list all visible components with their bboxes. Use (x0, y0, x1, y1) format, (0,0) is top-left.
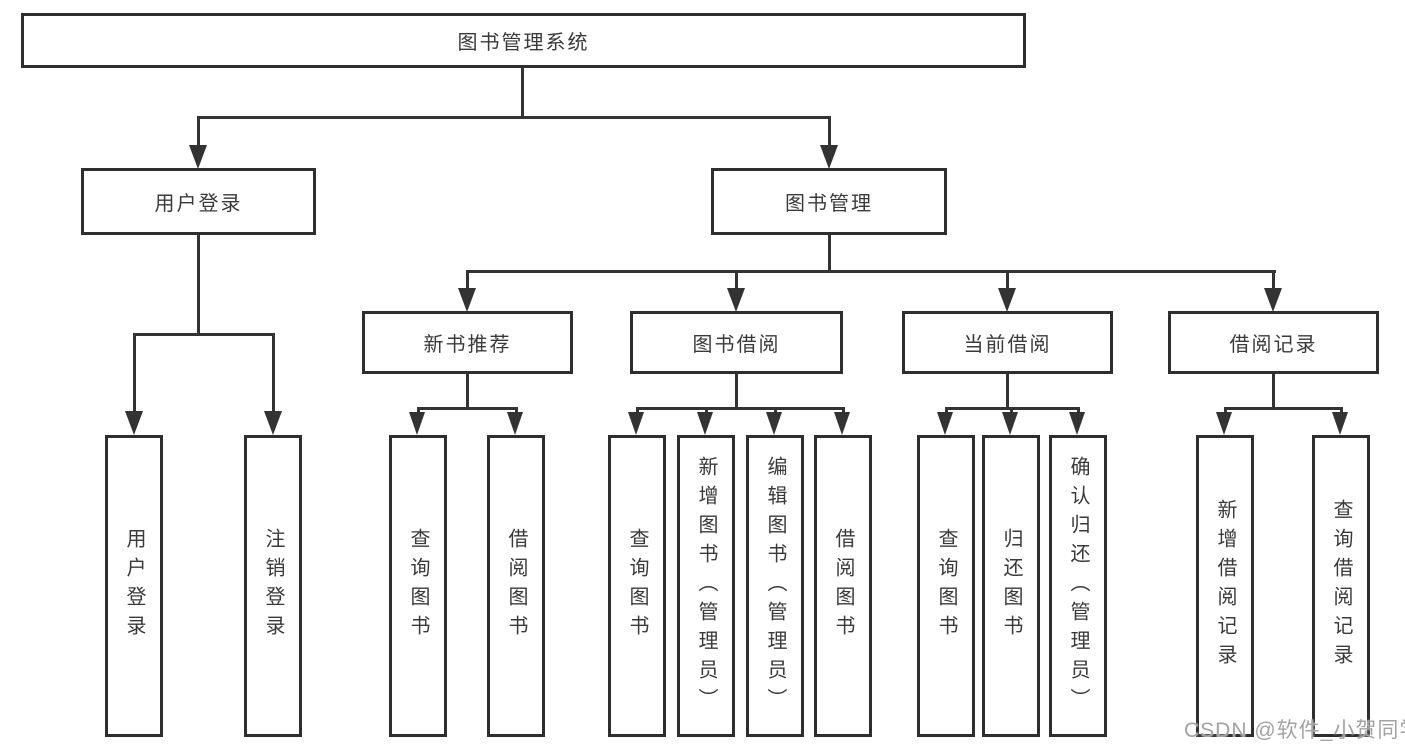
arrowhead-leaf (1216, 412, 1232, 435)
connector-leaf-stem (705, 407, 708, 415)
arrowhead-to-new-book-recommend (458, 288, 476, 312)
arrowhead-to-user-login (189, 145, 207, 169)
node-label: 图书借阅 (692, 334, 781, 356)
node-label: 用户登录 (154, 193, 243, 215)
arrowhead-leaf (1332, 412, 1348, 435)
connector-to-leaf-logout (272, 333, 275, 411)
connector-leaf-stem (636, 407, 639, 415)
connector-to-book-management (828, 116, 831, 148)
arrowhead-leaf (834, 412, 850, 435)
connector-root-horizontal (197, 116, 831, 119)
arrowhead-leaf (409, 412, 425, 435)
node-label: 借阅图书 (505, 528, 527, 644)
node-label: 注销登录 (262, 528, 284, 644)
leaf-query-borrow-record: 查询借阅记录 (1312, 435, 1370, 737)
node-label: 新增借阅记录 (1214, 499, 1236, 673)
connector-to-borrowing-records (1272, 270, 1275, 290)
leaf-query-books-recommend: 查询图书 (389, 435, 447, 737)
connector-to-leaf-user-login (133, 333, 136, 411)
arrowhead-leaf (697, 412, 713, 435)
node-label: 图书管理系统 (457, 32, 590, 54)
connector-to-book-borrowing (735, 270, 738, 290)
connector-records-stem (1272, 374, 1275, 410)
arrowhead-to-leaf-user-login (125, 411, 143, 435)
connector-login-stem (197, 235, 200, 336)
leaf-query-books-borrowing: 查询图书 (608, 435, 666, 737)
arrowhead-to-book-management (820, 145, 838, 169)
connector-records-horizontal (1224, 407, 1343, 410)
connector-mgmt-stem (828, 235, 831, 273)
connector-mgmt-horizontal (466, 270, 1276, 273)
arrowhead-leaf (507, 412, 523, 435)
connector-login-horizontal (133, 333, 275, 336)
connector-leaf-stem (945, 407, 948, 415)
node-label: 查询图书 (935, 528, 957, 644)
arrowhead-leaf (937, 412, 953, 435)
arrowhead-to-leaf-logout (264, 411, 282, 435)
csdn-watermark: CSDN @软件_小贺同学 (1184, 719, 1405, 742)
leaf-add-books-admin: 新增图书（管理员） (677, 435, 735, 737)
node-label: 归还图书 (1000, 528, 1022, 644)
connector-leaf-stem (1010, 407, 1013, 415)
leaf-add-borrow-record: 新增借阅记录 (1196, 435, 1254, 737)
connector-leaf-stem (842, 407, 845, 415)
connector-to-new-book-recommend (466, 270, 469, 290)
node-label: 编辑图书（管理员） (764, 455, 786, 717)
connector-leaf-stem (774, 407, 777, 415)
connector-leaf-stem (1224, 407, 1227, 415)
leaf-query-books-current: 查询图书 (917, 435, 975, 737)
leaf-user-login: 用户登录 (105, 435, 163, 737)
connector-borrowing-horizontal (636, 407, 845, 410)
node-label: 确认归还（管理员） (1067, 455, 1089, 717)
node-label: 用户登录 (123, 528, 145, 644)
leaf-return-books: 归还图书 (982, 435, 1040, 737)
arrowhead-leaf (1069, 412, 1085, 435)
connector-newrec-horizontal (417, 407, 518, 410)
arrowhead-leaf (1002, 412, 1018, 435)
node-current-borrowing: 当前借阅 (902, 311, 1113, 374)
node-label: 新书推荐 (423, 334, 512, 356)
leaf-logout: 注销登录 (244, 435, 302, 737)
leaf-borrow-books-recommend: 借阅图书 (487, 435, 545, 737)
arrowhead-to-current-borrowing (998, 288, 1016, 312)
node-label: 借阅图书 (832, 528, 854, 644)
connector-leaf-stem (515, 407, 518, 415)
arrowhead-to-book-borrowing (727, 288, 745, 312)
node-user-login: 用户登录 (81, 168, 316, 235)
leaf-borrow-books: 借阅图书 (814, 435, 872, 737)
node-label: 当前借阅 (963, 334, 1052, 356)
node-book-borrowing: 图书借阅 (630, 311, 843, 374)
node-borrowing-records: 借阅记录 (1168, 311, 1379, 374)
node-label: 查询图书 (407, 528, 429, 644)
node-label: 查询借阅记录 (1330, 499, 1352, 673)
arrowhead-leaf (766, 412, 782, 435)
connector-root-stem (521, 68, 524, 118)
connector-to-current-borrowing (1006, 270, 1009, 290)
connector-leaf-stem (1077, 407, 1080, 415)
node-label: 借阅记录 (1229, 334, 1318, 356)
leaf-confirm-return-admin: 确认归还（管理员） (1049, 435, 1107, 737)
connector-current-stem (1006, 374, 1009, 410)
node-label: 图书管理 (785, 193, 873, 215)
connector-leaf-stem (417, 407, 420, 415)
node-label: 查询图书 (626, 528, 648, 644)
connector-leaf-stem (1340, 407, 1343, 415)
arrowhead-to-borrowing-records (1264, 288, 1282, 312)
node-library-management-system: 图书管理系统 (21, 13, 1026, 68)
connector-to-user-login (197, 116, 200, 148)
node-book-management: 图书管理 (711, 168, 947, 235)
arrowhead-leaf (628, 412, 644, 435)
node-label: 新增图书（管理员） (695, 455, 717, 717)
leaf-edit-books-admin: 编辑图书（管理员） (746, 435, 804, 737)
node-new-book-recommend: 新书推荐 (362, 311, 573, 374)
connector-borrowing-stem (735, 374, 738, 410)
connector-newrec-stem (466, 374, 469, 410)
